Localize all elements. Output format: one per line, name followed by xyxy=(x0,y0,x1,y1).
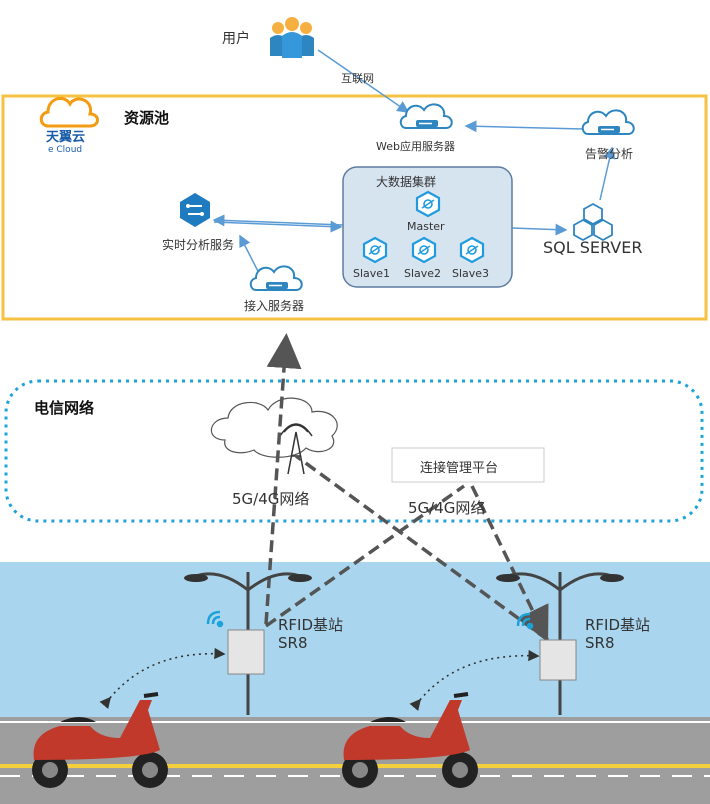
arrow-cluster-sql xyxy=(511,223,568,236)
station2-name: RFID基站 xyxy=(585,616,651,634)
signal-scooter2 xyxy=(409,649,540,711)
internet-label: 互联网 xyxy=(341,72,374,85)
slave1-label: Slave1 xyxy=(353,267,391,280)
slave3-label: Slave3 xyxy=(452,267,490,280)
station1-model: SR8 xyxy=(278,634,308,652)
scooter-icon xyxy=(32,692,168,788)
resource-pool-title: 资源池 xyxy=(124,109,170,127)
slave2-label: Slave2 xyxy=(404,267,442,280)
users-icon xyxy=(270,17,314,58)
network-right-label: 5G/4G网络 xyxy=(408,499,486,517)
arrow-user-web xyxy=(317,49,410,113)
access-server-label: 接入服务器 xyxy=(244,299,305,313)
wifi-icon xyxy=(516,612,534,630)
cluster-title: 大数据集群 xyxy=(376,175,437,189)
wifi-icon xyxy=(206,610,224,628)
telecom-title: 电信网络 xyxy=(34,399,95,417)
slave2-node-icon xyxy=(411,236,437,264)
realtime-label: 实时分析服务 xyxy=(162,238,235,252)
alarm-label: 告警分析 xyxy=(585,147,634,161)
link-base2-access xyxy=(294,454,550,642)
scooter-icon xyxy=(342,692,478,788)
slave1-node-icon xyxy=(362,236,388,264)
telecom-box xyxy=(4,379,704,523)
arrow-realtime-cluster xyxy=(213,220,343,233)
signal-scooter1 xyxy=(99,647,226,709)
lamp-head-icon xyxy=(496,574,520,582)
sql-server-icon xyxy=(573,202,613,242)
lamp-head-icon xyxy=(288,574,312,582)
master-label: Master xyxy=(407,220,445,233)
network-left-label: 5G/4G网络 xyxy=(232,490,310,508)
link-platform-base2 xyxy=(470,485,549,643)
arrow-sql-alarm xyxy=(599,146,616,201)
connection-platform-box xyxy=(391,447,545,483)
user-label: 用户 xyxy=(222,31,250,47)
rfid-base-station-right xyxy=(539,639,577,681)
sql-server-label: SQL SERVER xyxy=(543,238,643,257)
telecom-cloud-icon xyxy=(210,397,338,458)
realtime-analysis-icon xyxy=(180,193,210,227)
station1-name: RFID基站 xyxy=(278,616,344,634)
link-base1-platform xyxy=(264,484,466,628)
lamp-head-icon xyxy=(184,574,208,582)
lamp-head-icon xyxy=(600,574,624,582)
arrow-cluster-realtime xyxy=(212,214,344,227)
arrow-alarm-web xyxy=(464,120,584,133)
connection-platform-label: 连接管理平台 xyxy=(420,461,499,476)
brand-name: 天翼云 xyxy=(46,130,86,145)
ecloud-logo xyxy=(39,96,99,128)
master-node-icon xyxy=(415,190,441,218)
station2-model: SR8 xyxy=(585,634,615,652)
rfid-base-station-left xyxy=(227,629,265,675)
slave3-node-icon xyxy=(459,236,485,264)
web-server-label: Web应用服务器 xyxy=(376,140,455,153)
brand-sub: e Cloud xyxy=(48,145,83,155)
